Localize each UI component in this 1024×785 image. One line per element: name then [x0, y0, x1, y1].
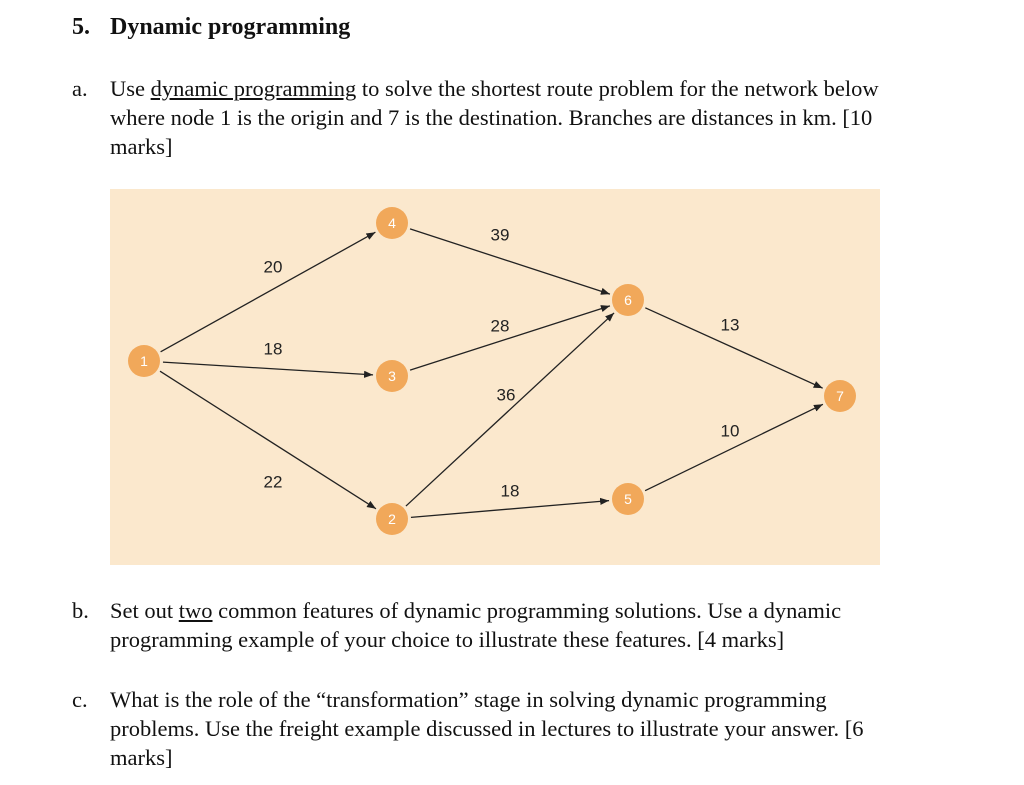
node-label-7: 7 [836, 388, 844, 404]
network-diagram: 20 18 22 39 28 36 18 13 10 1 2 3 4 5 6 7 [110, 189, 880, 565]
part-b-line-1-start: Set out [110, 598, 179, 623]
node-label-2: 2 [388, 511, 396, 527]
part-a-marker: a. [72, 76, 88, 101]
part-c-line-1: What is the role of the “transformation”… [110, 687, 827, 712]
two-link[interactable]: two [178, 598, 213, 623]
part-a-line-1-end: to solve the shortest route problem for … [356, 76, 879, 101]
node-4: 4 [376, 207, 408, 239]
part-b-line-2: programming example of your choice to il… [110, 627, 785, 652]
part-b-line-1: Set out two common features of dynamic p… [110, 596, 841, 625]
edge-label-4-6: 39 [491, 226, 510, 245]
edge-1-4 [160, 231, 376, 353]
node-circle-5 [612, 483, 644, 515]
part-a-text: Use dynamic programming to solve the sho… [110, 74, 879, 161]
part-c-line-3: marks] [110, 745, 173, 770]
edge-6-7 [645, 307, 823, 389]
edge-label-2-5: 18 [501, 482, 520, 501]
question-title: Dynamic programming [110, 14, 351, 40]
edge-3-6 [409, 305, 611, 371]
part-a-line-1-start: Use [110, 76, 151, 101]
edge-5-7 [644, 403, 824, 492]
edge-label-2-6: 36 [497, 386, 516, 405]
network-svg: 20 18 22 39 28 36 18 13 10 1 2 3 4 5 6 7 [128, 207, 856, 535]
edge-label-1-3: 18 [264, 340, 283, 359]
node-circle-2 [376, 503, 408, 535]
part-c-text: What is the role of the “transformation”… [110, 685, 864, 772]
part-a-line-1: Use dynamic programming to solve the sho… [110, 74, 879, 103]
edge-4-6 [409, 228, 611, 295]
edge-label-5-7: 10 [721, 422, 740, 441]
node-label-3: 3 [388, 368, 396, 384]
edge-label-1-4: 20 [264, 258, 283, 277]
part-b-line-1-end: common features of dynamic programming s… [212, 598, 842, 623]
node-1: 1 [128, 345, 160, 377]
part-c-line-2: problems. Use the freight example discus… [110, 716, 864, 741]
part-a-line-2: where node 1 is the origin and 7 is the … [110, 105, 873, 130]
node-6: 6 [612, 284, 644, 316]
part-b-marker: b. [72, 598, 89, 623]
part-c-marker: c. [72, 687, 88, 712]
edge-label-3-6: 28 [491, 317, 510, 336]
node-5: 5 [612, 483, 644, 515]
edge-2-6 [405, 312, 615, 507]
node-2: 2 [376, 503, 408, 535]
part-a-line-3: marks] [110, 134, 173, 159]
edge-label-6-7: 13 [721, 316, 740, 335]
node-3: 3 [376, 360, 408, 392]
node-label-4: 4 [388, 215, 396, 231]
question-number: 5. [72, 14, 90, 40]
node-circle-1 [128, 345, 160, 377]
part-b-text: Set out two common features of dynamic p… [110, 596, 841, 654]
edge-label-1-2: 22 [264, 473, 283, 492]
node-circle-4 [376, 207, 408, 239]
node-circle-6 [612, 284, 644, 316]
dynamic-programming-link[interactable]: dynamic programming [150, 76, 357, 101]
node-7: 7 [824, 380, 856, 412]
question-heading: 5. Dynamic programming [72, 14, 350, 41]
edge-2-5 [410, 497, 610, 519]
node-label-5: 5 [624, 491, 632, 507]
edge-1-3 [162, 361, 374, 378]
node-label-6: 6 [624, 292, 632, 308]
node-circle-7 [824, 380, 856, 412]
node-circle-3 [376, 360, 408, 392]
node-label-1: 1 [140, 353, 148, 369]
edge-1-2 [159, 370, 377, 510]
